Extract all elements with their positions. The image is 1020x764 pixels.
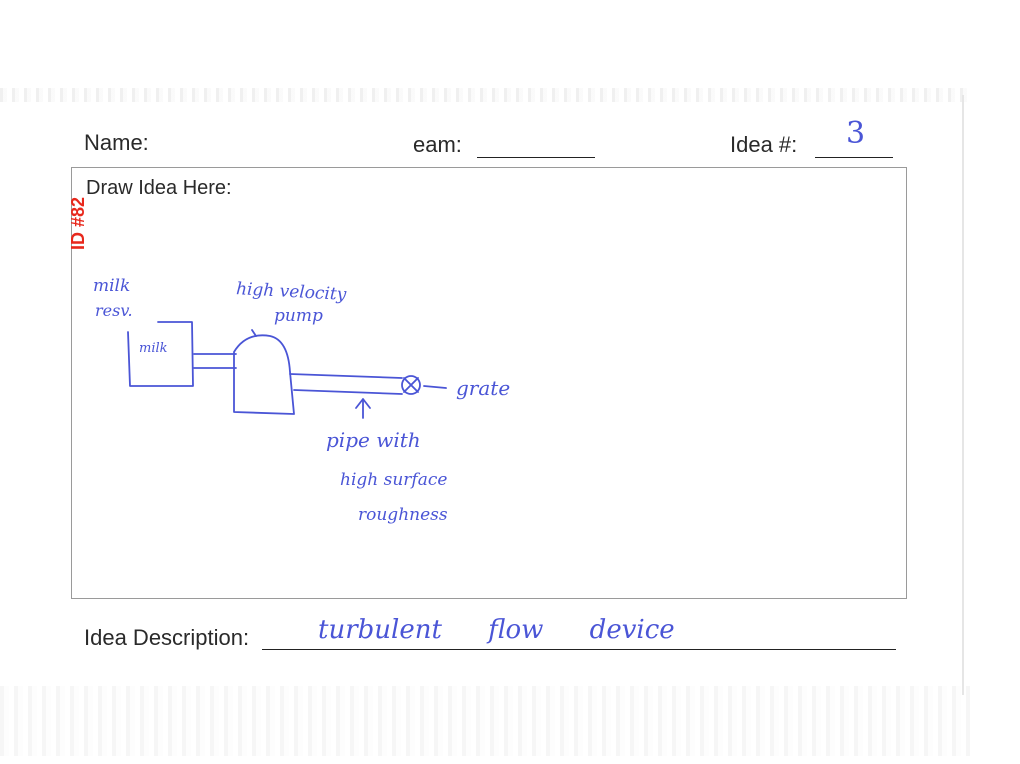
scan-edge-right: [962, 95, 964, 695]
grate-leader: [423, 385, 447, 389]
scan-artifact-bottom: [0, 686, 970, 756]
reservoir-label-line2: resv.: [95, 301, 133, 320]
grate-cross-2: [403, 377, 419, 393]
draw-idea-label: Draw Idea Here:: [86, 177, 232, 199]
pipe-label-line2: high surface: [340, 470, 448, 490]
idea-description-value: turbulent flow device: [318, 615, 675, 645]
pipe-label-line3: roughness: [358, 505, 448, 525]
pipe-arrow-head: [355, 398, 371, 409]
pump-label-line2: pump: [274, 306, 323, 326]
team-label: eam:: [413, 132, 462, 157]
pump-label-tick: [251, 329, 257, 337]
grate-circle: [401, 375, 421, 395]
idea-number-blank-line: [815, 157, 893, 158]
idea-description-blank-line: [262, 649, 896, 650]
main-pipe-bottom: [293, 389, 403, 395]
reservoir-label-line1: milk: [93, 276, 131, 296]
idea-description-label: Idea Description:: [84, 625, 250, 650]
team-blank-line: [477, 157, 595, 158]
pump-shape: [233, 334, 295, 415]
main-pipe-top: [289, 373, 403, 379]
idea-number-label: Idea #:: [730, 132, 798, 157]
scan-artifact-top: [0, 88, 970, 102]
idea-number-value: 3: [846, 116, 866, 151]
name-label: Name:: [84, 130, 149, 155]
pipe-label-line1: pipe with: [326, 428, 421, 452]
reservoir-box: [127, 321, 194, 387]
grate-label: grate: [456, 376, 511, 400]
drawing-area: [71, 167, 907, 599]
reservoir-inner-label: milk: [139, 341, 168, 356]
